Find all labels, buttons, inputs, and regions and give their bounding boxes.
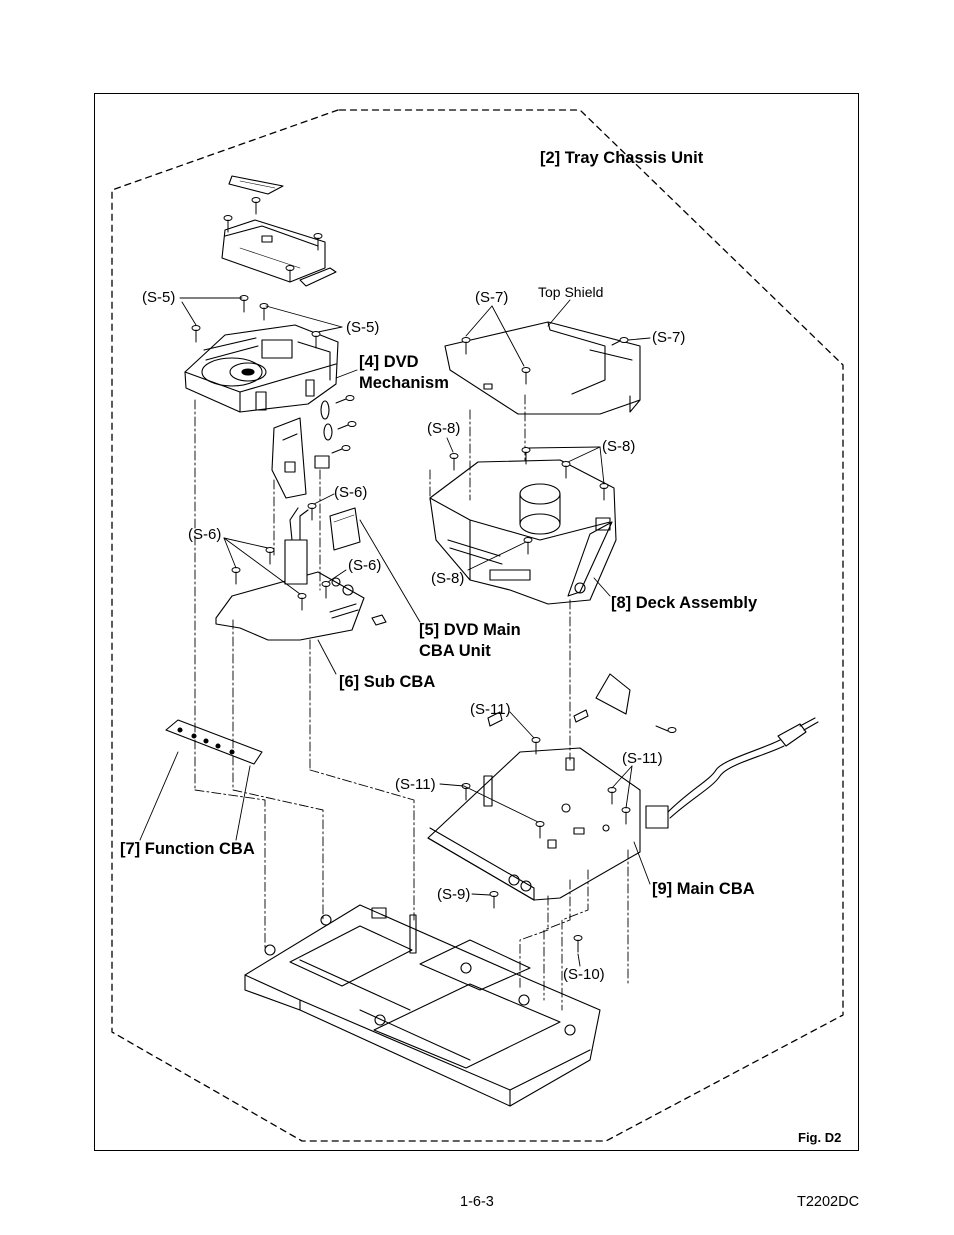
label-s6-left: (S-6) (188, 526, 222, 543)
screw-icon (599, 483, 609, 501)
screw-icon (561, 461, 571, 479)
screw-icon (531, 737, 541, 755)
label-function-cba: [7] Function CBA (120, 840, 255, 858)
label-tray-chassis-unit: [2] Tray Chassis Unit (540, 149, 704, 167)
label-main-cba: [9] Main CBA (652, 880, 755, 898)
screw-icon (285, 265, 295, 283)
screw-icon (191, 325, 201, 343)
label-s6-right: (S-6) (348, 557, 382, 574)
label-s7-left: (S-7) (475, 289, 509, 306)
label-s11-left: (S-11) (395, 776, 436, 793)
figure-label: Fig. D2 (798, 1130, 842, 1145)
dvd-main-cba-drawing (329, 507, 361, 551)
screw-icon (251, 197, 261, 215)
assembly-boundary (111, 109, 844, 1142)
main-cba-drawing (427, 673, 819, 901)
label-dvd-mechanism-line1: [4] DVD (359, 353, 419, 371)
top-shield-drawing (444, 321, 641, 415)
figure-frame (94, 93, 859, 1151)
screw-icon (655, 725, 677, 733)
screw-icon (231, 567, 241, 585)
screw-icon (337, 421, 357, 430)
alignment-lines (194, 394, 629, 1011)
label-s5-left: (S-5) (142, 289, 176, 306)
label-s11-right: (S-11) (622, 750, 663, 767)
label-s6-top: (S-6) (334, 484, 368, 501)
dvd-top-plate-drawing (221, 175, 337, 287)
label-s8-top-right: (S-8) (602, 438, 636, 455)
screw-icon (521, 367, 531, 385)
screw-icon (449, 453, 459, 471)
dvd-mechanism-drawing (184, 324, 339, 413)
screw-icon (331, 445, 351, 454)
label-top-shield: Top Shield (538, 284, 604, 300)
screws (191, 197, 677, 953)
screw-icon (223, 215, 233, 233)
screw-icon (239, 295, 249, 313)
screw-icon (321, 581, 331, 599)
label-s8-bottom: (S-8) (431, 570, 465, 587)
sub-cba-drawing (215, 507, 387, 641)
label-s8-top-left: (S-8) (427, 420, 461, 437)
label-sub-cba: [6] Sub CBA (339, 673, 436, 691)
label-deck-assembly: [8] Deck Assembly (611, 594, 758, 612)
screw-icon (297, 593, 307, 611)
screw-icon (489, 891, 499, 909)
screw-icon (523, 537, 533, 555)
bracket-drawing (271, 400, 333, 499)
screw-icon (259, 303, 269, 321)
label-dvd-mechanism: [4] DVD Mechanism (359, 352, 449, 394)
label-s9: (S-9) (437, 886, 471, 903)
front-cabinet-drawing (244, 904, 601, 1107)
screw-icon (265, 547, 275, 565)
screw-icon (311, 331, 321, 349)
leader-lines (139, 297, 651, 967)
document-code: T2202DC (797, 1194, 860, 1210)
page-number: 1-6-3 (460, 1194, 494, 1210)
screw-icon (461, 337, 471, 355)
function-cba-drawing (165, 719, 263, 765)
deck-assembly-drawing (429, 459, 617, 605)
screw-icon (335, 395, 355, 404)
screw-icon (573, 935, 583, 953)
screw-icon (535, 821, 545, 839)
screw-icon (313, 233, 323, 251)
screw-icon (621, 807, 631, 825)
screw-icon (307, 503, 317, 521)
label-s7-right: (S-7) (652, 329, 686, 346)
label-s11-top: (S-11) (470, 701, 511, 718)
label-dvd-main-cba-line1: [5] DVD Main (419, 621, 521, 639)
label-dvd-main-cba-unit: [5] DVD Main CBA Unit (419, 620, 521, 662)
label-s10: (S-10) (563, 966, 605, 983)
label-s5-right: (S-5) (346, 319, 380, 336)
label-dvd-mechanism-line2: Mechanism (359, 374, 449, 392)
screw-icon (521, 447, 531, 465)
label-dvd-main-cba-line2: CBA Unit (419, 642, 491, 660)
